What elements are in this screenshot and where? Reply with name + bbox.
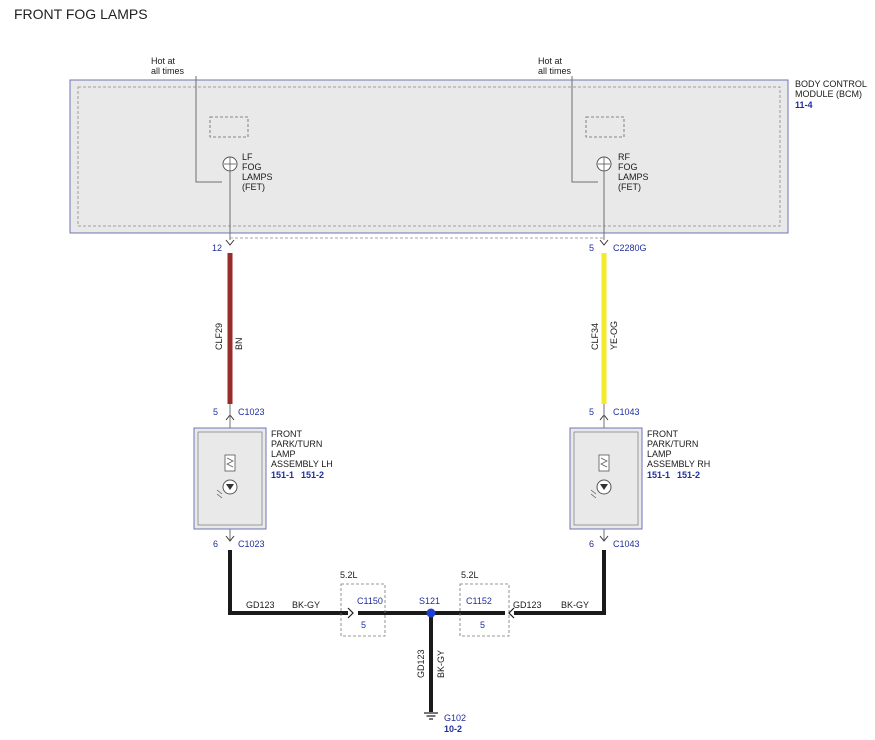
- rf-label-2: FOG: [618, 162, 638, 172]
- c1150-pin: 5: [361, 620, 366, 630]
- hot-left-line1: Hot at: [151, 56, 176, 66]
- lf-lamp-ref-b: 151-2: [301, 470, 324, 480]
- bcm-ref: 11-4: [795, 100, 813, 110]
- lf-lamp-label-3: LAMP: [271, 449, 296, 459]
- rf-lamp-label-2: PARK/TURN: [647, 439, 698, 449]
- c1152-label: C1152: [466, 596, 492, 606]
- rf-lamp-top-connector: C1043: [613, 407, 640, 417]
- lf-pin-chevron: [225, 239, 235, 246]
- bcm-connector-label: C2280G: [613, 243, 647, 253]
- c1150-label: C1150: [357, 596, 383, 606]
- left-ground-circuit: GD123: [246, 600, 275, 610]
- rf-lamp-top-pin: 5: [589, 407, 594, 417]
- diagram-title: FRONT FOG LAMPS: [14, 6, 148, 22]
- lf-bcm-pin: 12: [212, 243, 222, 253]
- lf-label-2: FOG: [242, 162, 262, 172]
- rf-color-code: YE-OG: [609, 321, 619, 350]
- c1150-chevron: [347, 607, 354, 619]
- vertical-ground-circuit: GD123: [416, 649, 426, 678]
- bcm-module-box: [69, 79, 789, 234]
- rf-lamp-label-3: LAMP: [647, 449, 672, 459]
- left-ground-wire: [228, 550, 348, 615]
- rf-lamp-ref-a: 151-1: [647, 470, 670, 480]
- bcm-module-inner-dashed: [77, 86, 781, 227]
- right-ground-color: BK-GY: [561, 600, 589, 610]
- rf-lamp-ref-b: 151-2: [677, 470, 700, 480]
- lf-label-4: (FET): [242, 182, 265, 192]
- hot-left-line2: all times: [151, 66, 185, 76]
- lf-lamp-bottom-pin: 6: [213, 539, 218, 549]
- lf-circuit-label: CLF29: [214, 323, 224, 350]
- bcm-name-line2: MODULE (BCM): [795, 89, 862, 99]
- left-ground-color: BK-GY: [292, 600, 320, 610]
- rf-pin-chevron: [599, 239, 609, 246]
- rf-bcm-pin: 5: [589, 243, 594, 253]
- vertical-ground-color: BK-GY: [436, 650, 446, 678]
- c1152-option: 5.2L: [461, 570, 479, 580]
- rf-lamp-label-4: ASSEMBLY RH: [647, 459, 710, 469]
- c1150-option: 5.2L: [340, 570, 358, 580]
- c1152-pin: 5: [480, 620, 485, 630]
- rf-lamp-bottom-pin: 6: [589, 539, 594, 549]
- rf-lamp-label-1: FRONT: [647, 429, 678, 439]
- rf-lamp-resistor-icon: [598, 454, 610, 472]
- hot-right-feed-wire: [571, 76, 598, 183]
- splice-dot: [426, 608, 436, 618]
- rf-lamp-bottom-connector: C1043: [613, 539, 640, 549]
- lf-lamp-bottom-connector: C1023: [238, 539, 265, 549]
- lf-lamp-bottom-chevron: [225, 535, 235, 542]
- lf-lamp-top-connector: C1023: [238, 407, 265, 417]
- rf-internal-box: [585, 116, 625, 138]
- hot-left-feed-wire: [195, 76, 222, 183]
- lf-internal-box: [209, 116, 249, 138]
- right-ground-circuit: GD123: [513, 600, 542, 610]
- rf-lamp-bottom-chevron: [599, 535, 609, 542]
- hot-right-line1: Hot at: [538, 56, 563, 66]
- lf-lamp-assembly-box: [193, 427, 267, 530]
- ground-point-label: G102: [444, 713, 466, 723]
- hot-right-line2: all times: [538, 66, 572, 76]
- lf-lamp-top-pin: 5: [213, 407, 218, 417]
- lf-color-code: BN: [234, 337, 244, 350]
- right-ground-wire: [514, 550, 606, 615]
- rf-circuit-label: CLF34: [590, 323, 600, 350]
- c1152-connector-box: [459, 583, 510, 637]
- splice-label: S121: [419, 596, 440, 606]
- lf-label-1: LF: [242, 152, 253, 162]
- lf-lamp-resistor-icon: [224, 454, 236, 472]
- c1150-connector-box: [340, 583, 386, 637]
- lf-lamp-label-1: FRONT: [271, 429, 302, 439]
- lf-lamp-label-2: PARK/TURN: [271, 439, 322, 449]
- bcm-name-line1: BODY CONTROL: [795, 79, 867, 89]
- rf-label-4: (FET): [618, 182, 641, 192]
- c1152-chevron: [508, 607, 515, 619]
- rf-label-3: LAMPS: [618, 172, 649, 182]
- rf-lamp-assembly-box: [569, 427, 643, 530]
- lf-label-3: LAMPS: [242, 172, 273, 182]
- lf-lamp-ref-a: 151-1: [271, 470, 294, 480]
- ground-ref: 10-2: [444, 724, 462, 734]
- rf-label-1: RF: [618, 152, 630, 162]
- lf-lamp-label-4: ASSEMBLY LH: [271, 459, 333, 469]
